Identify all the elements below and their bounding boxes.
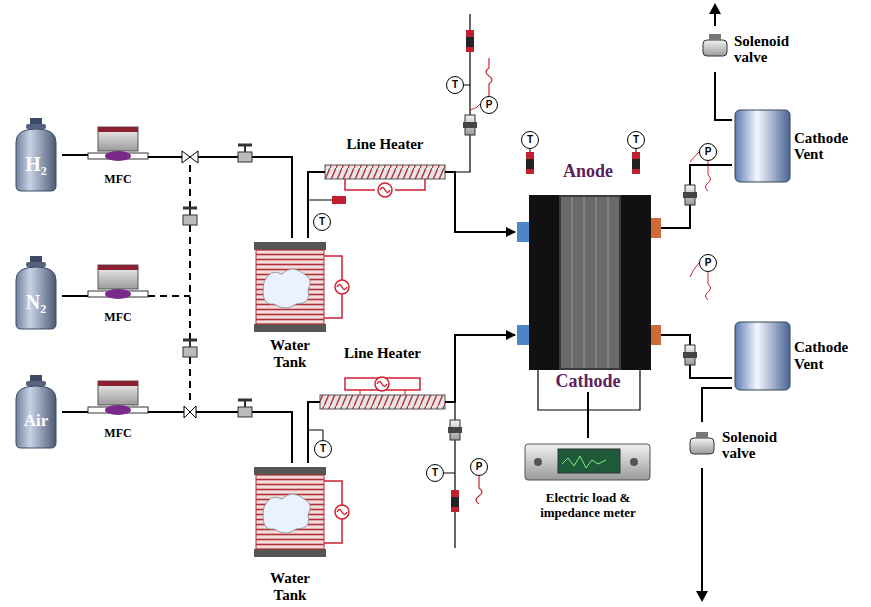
component-box: Line Heater [320,345,445,413]
pipe-connector [661,165,732,228]
component-label: MFC [104,311,131,324]
component-label: Solenoid valve [734,33,806,66]
component-label: Anode [563,162,613,182]
sensor-circle: P [699,254,717,272]
component-label: MFC [104,427,131,440]
pipe-connector [445,335,515,402]
pipe-connector [148,157,292,238]
component-label: Line Heater [344,345,421,362]
sensor-circle: T [521,131,539,149]
pipe-connector [62,154,88,156]
sensor-letter: P [486,100,493,110]
sensor-circle: P [480,96,498,114]
component-box: Line Heater [325,136,445,184]
sensor-letter: T [432,468,438,478]
pipe-connector [62,295,88,297]
sensor-letter: T [452,80,458,90]
component-box: Solenoid valve [698,26,810,72]
component-box: Water Tank [250,463,330,603]
sensor-letter: T [319,217,325,227]
sensor-letter: T [527,135,533,145]
sensor-letter: P [705,147,712,157]
component-label: Line Heater [346,136,423,153]
three-way-valve [182,151,198,418]
component-box: MFC [88,124,148,186]
component-box: N₂ [10,256,62,330]
component-box: MFC [88,262,148,324]
sensor-circle: T [627,131,645,149]
pipe-connector [148,412,292,463]
sensor-circle: T [313,213,331,231]
component-label: N₂ [26,291,46,313]
sensor-circle: P [699,143,717,161]
component-label: MFC [104,173,131,186]
component-box: Air [10,374,62,450]
component-label: Cathode [555,372,620,392]
component-box: Cathode Vent [732,318,866,393]
pipe-connector [62,411,88,413]
sensor-circle: P [470,458,488,476]
sensor-letter: T [633,135,639,145]
pipe-connector [445,172,515,232]
component-box: AnodeCathode [515,162,661,392]
sensor-letter: T [320,444,326,454]
sensor-letter: P [705,258,712,268]
component-label: Cathode Vent [794,339,860,372]
pipe-connector [587,392,589,438]
sensor-letter: P [476,462,483,472]
component-label: Solenoid valve [722,429,794,462]
sensor-circle: T [314,440,332,458]
component-box: Electric load & impedance meter [508,438,668,520]
component-label: Water Tank [264,337,316,370]
component-box: Solenoid valve [686,422,808,468]
component-label: Water Tank [264,570,316,603]
pipe-connector [715,72,732,120]
component-label: Electric load & impedance meter [518,491,658,520]
component-box: Water Tank [250,238,330,370]
component-label: Cathode Vent [794,130,860,163]
sensor-circle: T [426,464,444,482]
component-box: Cathode Vent [732,106,866,186]
component-box: MFC [88,376,148,440]
pipe-connector [661,335,732,378]
component-label: Air [24,412,49,431]
pipe-connector [702,388,732,422]
component-label: H₂ [25,153,47,175]
component-box: H₂ [10,118,62,192]
sensor-circle: T [446,76,464,94]
